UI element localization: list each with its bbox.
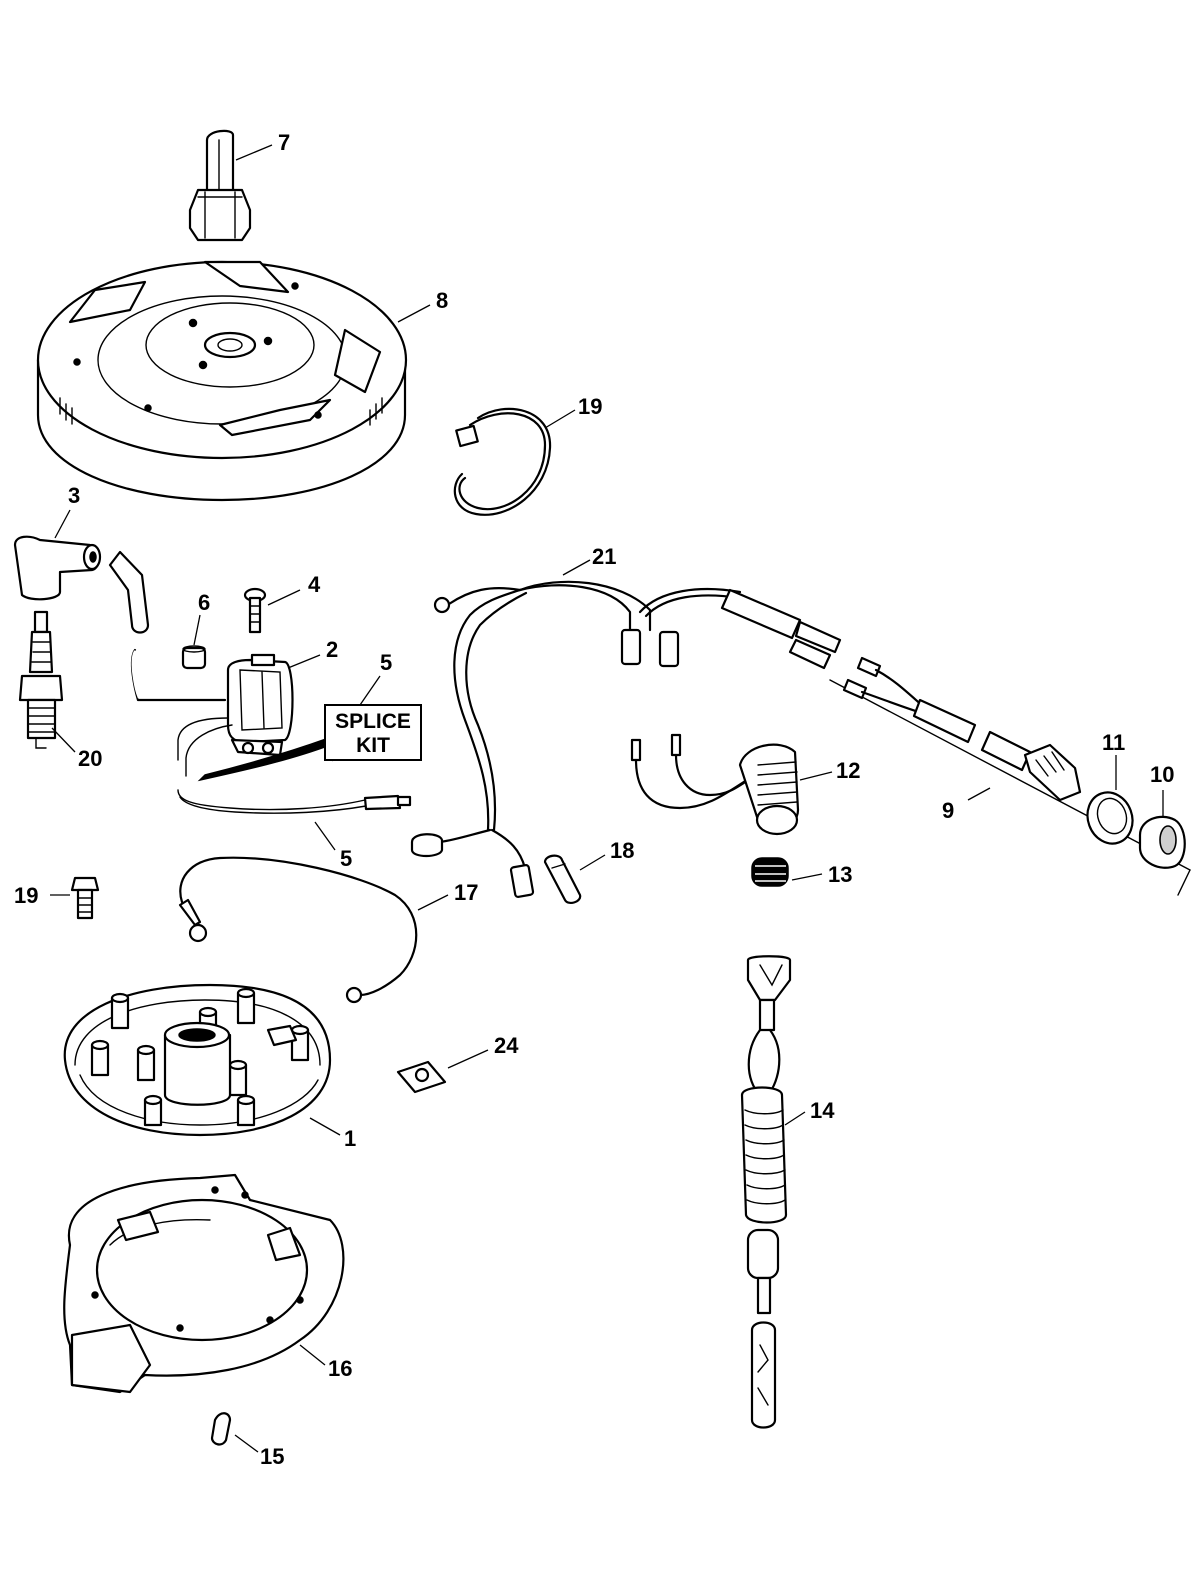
callout-3: 3 xyxy=(68,483,80,508)
part-8-flywheel xyxy=(36,260,408,502)
callout-6: 6 xyxy=(198,590,210,615)
part-1-stator xyxy=(63,983,332,1137)
part-14-lanyard xyxy=(740,955,792,1429)
part-19-bolt xyxy=(70,876,100,920)
part-11-ring xyxy=(1086,791,1134,845)
callout-15: 15 xyxy=(260,1444,284,1469)
callout-7: 7 xyxy=(278,130,290,155)
callout-13: 13 xyxy=(828,862,852,887)
callout-21: 21 xyxy=(592,544,616,569)
callout-16: 16 xyxy=(328,1356,352,1381)
part-5-wire-lead xyxy=(177,789,412,814)
callout-18: 18 xyxy=(610,838,634,863)
callout-8: 8 xyxy=(436,288,448,313)
part-7-flywheel-nut xyxy=(188,129,252,242)
part-3-spark-plug-boot xyxy=(13,535,150,634)
part-19-wire-clamp xyxy=(453,407,552,516)
callout-5-lead: 5 xyxy=(340,846,352,871)
part-24-clip xyxy=(396,1060,447,1094)
part-13-spring xyxy=(751,857,789,887)
callout-19-clamp: 19 xyxy=(578,394,602,419)
callout-11: 11 xyxy=(1102,730,1125,755)
callout-10: 10 xyxy=(1150,762,1174,787)
part-4-screw xyxy=(243,587,267,634)
callout-4: 4 xyxy=(308,572,321,597)
part-2-ignition-coil xyxy=(130,648,294,777)
part-20-spark-plug xyxy=(18,610,64,749)
callout-1: 1 xyxy=(344,1126,356,1151)
splice-kit-line1: SPLICE xyxy=(335,710,411,733)
callout-12: 12 xyxy=(836,758,860,783)
splice-kit-label: SPLICE KIT xyxy=(197,704,422,782)
part-10-cap xyxy=(1138,815,1186,869)
part-16-trigger-plate xyxy=(63,1173,345,1394)
part-17-ground-wire xyxy=(178,856,418,1004)
splice-kit-line2: KIT xyxy=(356,734,390,757)
callout-2: 2 xyxy=(326,637,338,662)
callout-17: 17 xyxy=(454,880,478,905)
part-18-connector xyxy=(543,854,582,904)
part-6-spacer xyxy=(181,645,207,670)
callout-19-bolt: 19 xyxy=(14,883,38,908)
callout-20: 20 xyxy=(78,746,102,771)
part-15-woodruff-key xyxy=(210,1412,232,1446)
part-12-lanyard-switch xyxy=(630,733,800,836)
callout-5-splice: 5 xyxy=(380,650,392,675)
part-21-wiring-harness xyxy=(410,580,842,898)
part-9-stop-switch-harness xyxy=(829,656,1191,896)
callout-numbers: 7 8 19 3 21 4 6 2 5 5 20 11 10 12 9 18 1… xyxy=(14,130,1174,1469)
leader-lines xyxy=(50,144,1164,1453)
callout-9: 9 xyxy=(942,798,954,823)
callout-24: 24 xyxy=(494,1033,519,1058)
callout-14: 14 xyxy=(810,1098,835,1123)
